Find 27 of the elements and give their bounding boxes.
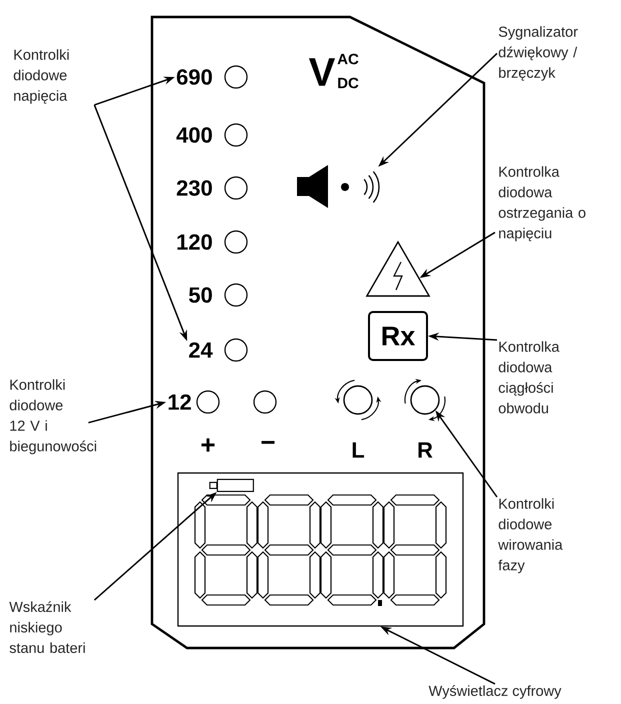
polarity-sign: − (261, 440, 275, 444)
polarity-sign: + (202, 438, 215, 452)
voltage-value: 50 (189, 287, 212, 303)
voltage-value: 690 (176, 69, 212, 85)
callout-text: Wskaźnik niskiego stanu bateri (9, 601, 85, 654)
continuity-indicator: Rx (368, 311, 428, 361)
current-type: DC (338, 78, 358, 88)
speaker-icon (297, 165, 380, 208)
callout-text: Kontrolka diodowa ostrzegania o napięciu (498, 166, 586, 242)
battery-icon (209, 478, 254, 492)
voltage-value: 230 (176, 180, 212, 196)
rotation-indicator (404, 378, 446, 422)
callout-text: Sygnalizator dźwiękowy / brzęczyk (498, 26, 578, 81)
callout-text: Kontrolki diodowe napięcia (14, 49, 69, 104)
digital-display (177, 472, 464, 627)
voltage-value: 24 (189, 342, 213, 358)
voltage-value: 400 (176, 127, 212, 143)
callout-text: Kontrolki diodowe 12 V i biegunowości (10, 379, 96, 454)
voltage-value: 120 (177, 234, 212, 250)
callout-text: Kontrolka diodowa ciągłości obwodu (498, 341, 560, 414)
phase-letter: L (352, 442, 364, 458)
voltage-value: 12 (168, 394, 191, 410)
current-type: AC (338, 54, 358, 64)
callout-text: Kontrolki diodowe wirowania fazy (498, 498, 563, 574)
voltage-symbol: V (308, 58, 336, 86)
phase-letter: R (418, 442, 432, 458)
callout-text: Wyświetlacz cyfrowy (428, 685, 562, 699)
